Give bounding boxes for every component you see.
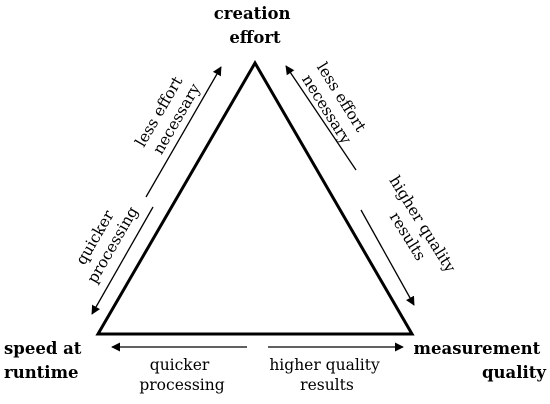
arrow-left-lower: [91, 206, 154, 315]
vertex-label-measurement-quality: measurement quality: [414, 339, 547, 382]
edge-label-right-lower: higher quality results: [369, 173, 462, 290]
edge-label-bottom-left: quicker processing: [139, 356, 224, 394]
edge-label-left-lower: quicker processing: [67, 194, 142, 286]
edge-label-bottom-right: higher quality results: [269, 356, 384, 394]
vertex-label-creation-effort: creation effort: [214, 4, 297, 47]
arrow-right-lower: [360, 209, 415, 306]
edge-label-right-upper: less effort necessary: [297, 59, 372, 149]
tradeoff-triangle: [95, 60, 415, 336]
vertex-label-speed-at-runtime: speed at runtime: [4, 339, 87, 382]
arrow-left-upper: [145, 66, 222, 198]
arrow-right-upper: [285, 65, 357, 171]
